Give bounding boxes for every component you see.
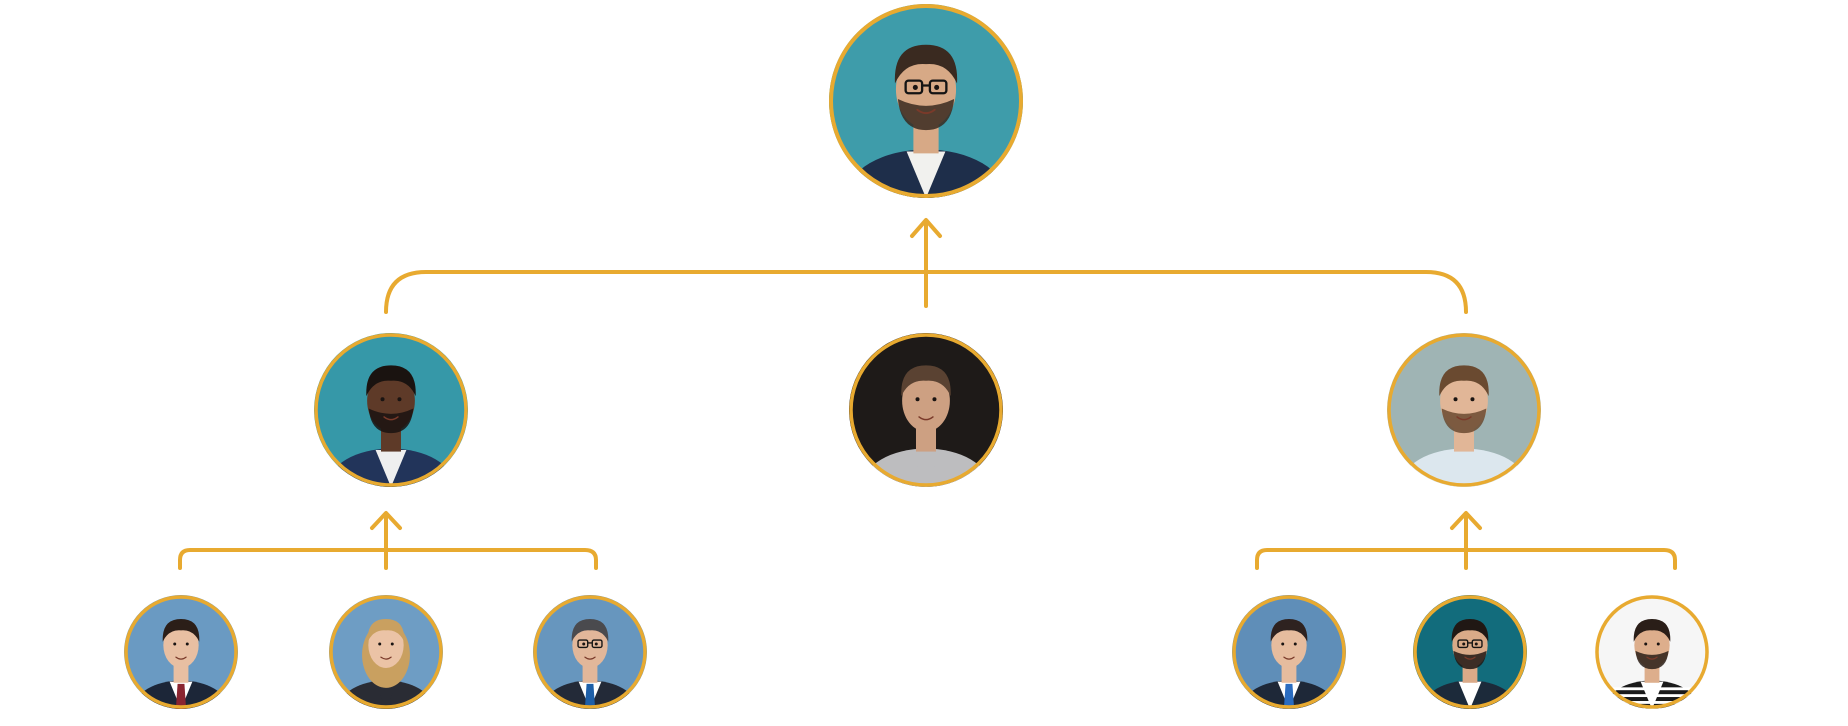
connector-line	[924, 270, 1468, 314]
person-node-staff-2[interactable]	[329, 595, 443, 726]
person-node-staff-5[interactable]	[1413, 595, 1527, 726]
avatar-photo	[849, 333, 1003, 487]
avatar-border	[1413, 595, 1527, 709]
avatar-border	[1595, 595, 1709, 709]
arrowhead-up-icon	[910, 218, 942, 238]
people-nodes	[124, 4, 1709, 726]
person-node-staff-6[interactable]	[1595, 595, 1709, 726]
avatar-photo	[829, 4, 1023, 198]
avatar-photo	[314, 333, 468, 487]
avatar-border	[124, 595, 238, 709]
connector-right-team	[1255, 511, 1677, 570]
person-node-ceo[interactable]	[829, 4, 1023, 243]
connectors	[178, 218, 1677, 570]
connector-left-team	[178, 511, 598, 570]
person-node-manager-center[interactable]	[849, 333, 1003, 522]
arrowhead-up-icon	[370, 511, 402, 530]
connector-line	[384, 270, 928, 314]
arrowhead-up-icon	[1450, 511, 1482, 530]
connector-ceo-managers	[384, 218, 1468, 314]
person-node-staff-1[interactable]	[124, 595, 238, 726]
avatar-photo	[1387, 333, 1541, 487]
avatar-border	[533, 595, 647, 709]
person-node-manager-left[interactable]	[314, 333, 468, 522]
avatar-border	[314, 333, 468, 487]
avatar-border	[1232, 595, 1346, 709]
avatar-border	[849, 333, 1003, 487]
avatar-border	[1387, 333, 1541, 487]
avatar-border	[329, 595, 443, 709]
person-node-staff-3[interactable]	[533, 595, 647, 726]
person-node-staff-4[interactable]	[1232, 595, 1346, 726]
avatar-border	[829, 4, 1023, 198]
person-node-manager-right[interactable]	[1387, 333, 1541, 522]
